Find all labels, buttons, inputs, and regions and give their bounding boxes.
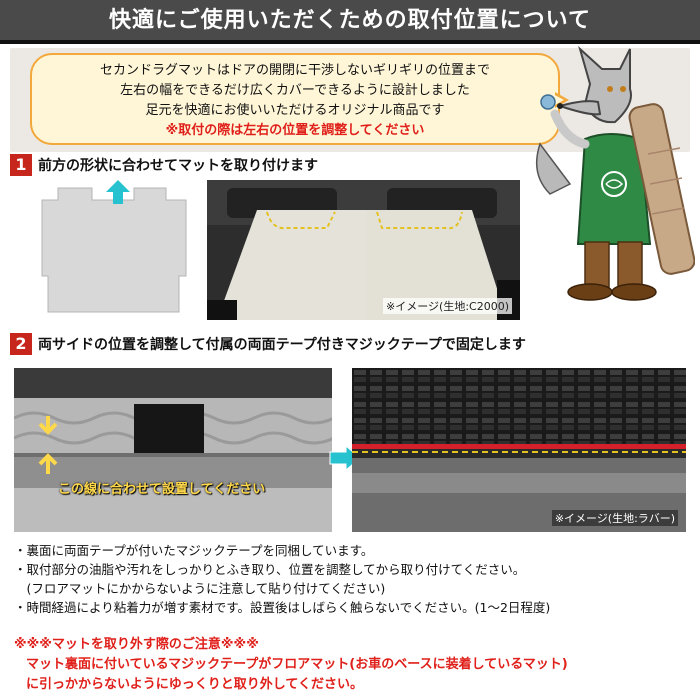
intro-line: 左右の幅をできるだけ広くカバーできるように設計しました: [120, 83, 470, 98]
step-1-photo: ※イメージ(生地:C2000): [207, 180, 520, 320]
intro-line: 足元を快適にお使いいただけるオリジナル商品です: [145, 103, 445, 118]
intro-section: セカンドラグマットはドアの開閉に干渉しないギリギリの位置まで 左右の幅をできるだ…: [10, 48, 690, 152]
step-2-heading: 2 両サイドの位置を調整して付属の両面テープ付きマジックテープで固定します: [10, 333, 526, 355]
step-1-photo-caption: ※イメージ(生地:C2000): [383, 298, 512, 314]
bullet-item: ・時間経過により粘着力が増す素材です。設置後はしばらく触らないでください。(1〜…: [14, 600, 551, 615]
alignment-label: この線に合わせて設置してください: [58, 482, 266, 497]
bullet-notes: ・裏面に両面テープが付いたマジックテープを同梱しています。 ・取付部分の油脂や汚…: [14, 541, 694, 617]
step-2-number: 2: [10, 333, 32, 355]
bullet-item: (フロアマットにかからないように注意して貼り付けてください): [14, 581, 386, 596]
intro-speech-bubble: セカンドラグマットはドアの開閉に干渉しないギリギリの位置まで 左右の幅をできるだ…: [30, 53, 560, 145]
notice-line: マット裏面に付いているマジックテープがフロアマット(お車のベースに装着しているマ…: [26, 657, 568, 672]
notice-title: ※※※マットを取り外す際のご注意※※※: [14, 637, 259, 652]
removal-notice: ※※※マットを取り外す際のご注意※※※ マット裏面に付いているマジックテープがフ…: [14, 635, 694, 695]
page-header: 快適にご使用いただくための取付位置について: [0, 0, 700, 44]
step-2-left-photo: この線に合わせて設置してください: [14, 368, 332, 532]
step-1-number: 1: [10, 154, 32, 176]
step-1-text: 前方の形状に合わせてマットを取り付けます: [38, 158, 318, 174]
mat-shape-diagram: [41, 187, 187, 313]
up-arrow-icon: [106, 180, 130, 204]
bullet-item: ・取付部分の油脂や汚れをしっかりとふき取り、位置を調整してから取り付けてください…: [14, 562, 526, 577]
step-1-heading: 1 前方の形状に合わせてマットを取り付けます: [10, 154, 318, 176]
step-2-text: 両サイドの位置を調整して付属の両面テープ付きマジックテープで固定します: [38, 337, 526, 353]
page-title: 快適にご使用いただくための取付位置について: [109, 8, 591, 33]
step-2-photo-caption: ※イメージ(生地:ラバー): [551, 510, 678, 526]
notice-line: に引っかからないようにゆっくりと取り外してください。: [26, 677, 363, 692]
bullet-item: ・裏面に両面テープが付いたマジックテープを同梱しています。: [14, 543, 374, 558]
bubble-tail-inner: [553, 94, 564, 106]
intro-line: セカンドラグマットはドアの開閉に干渉しないギリギリの位置まで: [99, 63, 490, 78]
step-2-right-photo: ※イメージ(生地:ラバー): [352, 368, 686, 532]
intro-warning: ※取付の際は左右の位置を調整してください: [165, 123, 425, 138]
wolf-mascot-icon: [535, 45, 695, 301]
